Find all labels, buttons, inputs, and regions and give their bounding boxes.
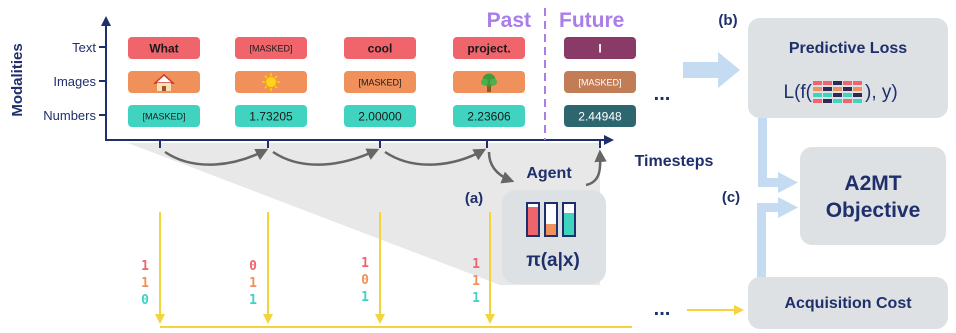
text-cell-4 [453, 37, 525, 59]
mask-4-image: 1 [472, 274, 480, 289]
mask-4-text: 1 [472, 257, 480, 272]
mask-column-1: 1 1 0 [141, 259, 149, 308]
number-cell-5-future [564, 105, 636, 127]
number-cell-2-label: 1.73205 [249, 110, 293, 124]
mask-column-4: 1 1 1 [472, 257, 480, 306]
agent-label: Agent [526, 165, 572, 182]
text-cell-3-label: cool [368, 42, 393, 56]
mask-2-image: 1 [249, 276, 257, 291]
objective-panel [800, 147, 946, 245]
text-cell-5-label: I [598, 42, 601, 56]
agent-tag: (a) [465, 190, 483, 207]
policy-bars-icon [526, 202, 576, 237]
panel-b-tag: (b) [718, 12, 737, 29]
policy-label: π(a|x) [526, 250, 580, 271]
predictive-loss-panel [748, 18, 948, 118]
loss-prefix: L(f( [784, 82, 813, 103]
number-cell-4-label: 2.23606 [467, 110, 511, 124]
transition-arrows [164, 148, 607, 187]
text-cell-2 [235, 37, 307, 59]
y-ticks [99, 46, 106, 116]
mask-3-number: 1 [361, 290, 369, 305]
image-cell-5-label: [MASKED] [578, 78, 621, 88]
mask-3-text: 1 [361, 256, 369, 271]
loss-suffix: ), y) [865, 82, 898, 103]
mask-2-number: 1 [249, 293, 257, 308]
image-cell-3 [344, 71, 416, 93]
mask-2-text: 0 [249, 259, 257, 274]
mask-column-2: 0 1 1 [249, 259, 257, 308]
row-label-text: Text [72, 40, 96, 55]
cost-ellipsis: ... [654, 298, 671, 320]
objective-line-2: Objective [826, 199, 921, 222]
number-cell-1-label: [MASKED] [142, 112, 185, 122]
text-cell-5-future [564, 37, 636, 59]
x-axis-label: Timesteps [635, 153, 714, 170]
text-cell-2-label: [MASKED] [249, 44, 292, 54]
number-cell-1 [128, 105, 200, 127]
blue-flow-arrows [683, 52, 798, 278]
objective-line-1: A2MT [844, 172, 901, 195]
past-label: Past [487, 9, 531, 32]
number-cell-2 [235, 105, 307, 127]
number-cell-3 [344, 105, 416, 127]
masked-grid-icon [813, 81, 862, 103]
timeline-ellipsis: ... [654, 83, 671, 105]
acquisition-cost-panel [748, 277, 948, 329]
text-cell-3 [344, 37, 416, 59]
tree-icon [481, 73, 497, 92]
mask-flow-lines [155, 212, 744, 328]
house-icon [153, 73, 175, 91]
mask-1-text: 1 [141, 259, 149, 274]
text-cell-4-label: project. [467, 42, 510, 56]
text-cell-1 [128, 37, 200, 59]
number-cell-4 [453, 105, 525, 127]
mask-3-image: 0 [361, 273, 369, 288]
number-cell-5-label: 2.44948 [578, 110, 622, 124]
predictive-loss-title: Predictive Loss [789, 40, 907, 57]
mask-column-3: 1 0 1 [361, 256, 369, 305]
image-cell-5-future [564, 71, 636, 93]
image-cell-3-label: [MASKED] [358, 78, 401, 88]
sun-icon [262, 73, 280, 91]
acquisition-cost-label: Acquisition Cost [784, 295, 912, 312]
panel-c-tag: (c) [722, 189, 740, 206]
row-label-images: Images [53, 74, 96, 89]
agent-funnel [128, 143, 600, 285]
row-label-numbers: Numbers [43, 108, 96, 123]
text-cell-1-label: What [149, 42, 178, 56]
mask-1-number: 0 [141, 293, 149, 308]
y-axis-label: Modalities [9, 43, 26, 116]
x-ticks [159, 140, 601, 148]
future-label: Future [559, 9, 624, 32]
number-cell-3-label: 2.00000 [358, 110, 402, 124]
mask-1-image: 1 [141, 276, 149, 291]
mask-4-number: 1 [472, 291, 480, 306]
